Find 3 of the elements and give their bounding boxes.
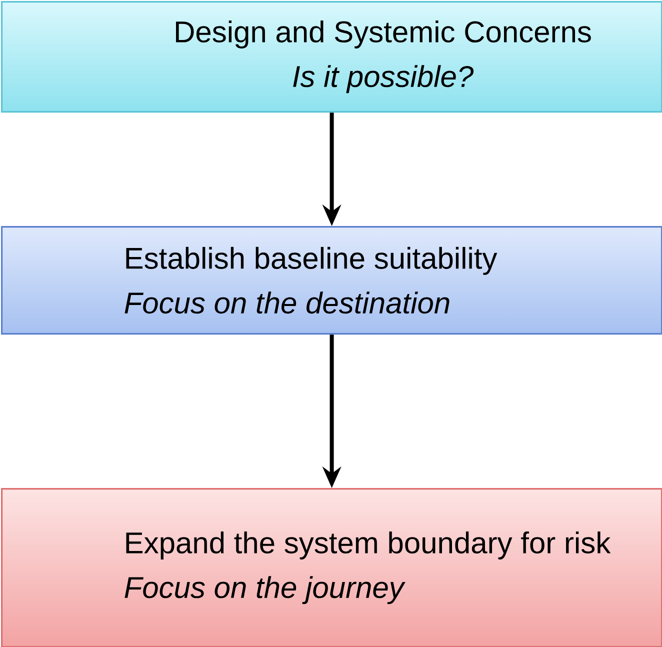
process-box: Establish baseline suitability Focus on the destination xyxy=(1,226,662,335)
process-box: Expand the system boundary for risk Focus on the journey xyxy=(1,488,662,647)
process-box: Design and Systemic Concerns Is it possible? xyxy=(1,1,662,113)
